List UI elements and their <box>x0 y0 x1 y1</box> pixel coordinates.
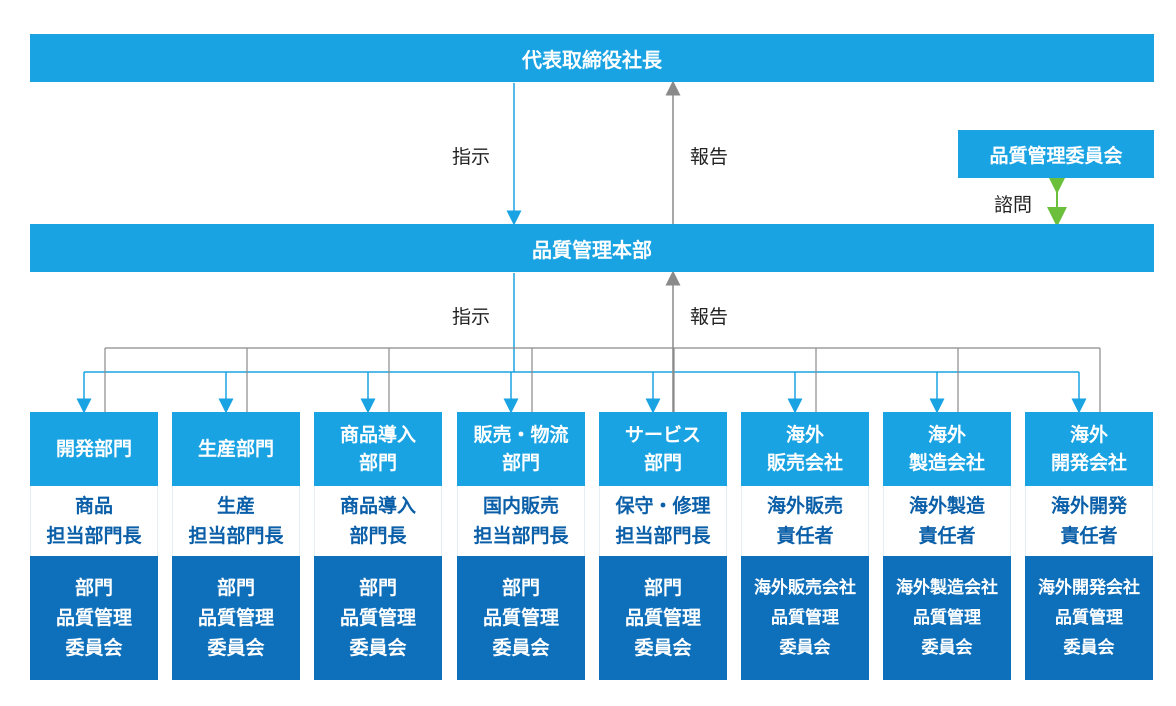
department-column: 海外 販売会社海外販売 責任者海外販売会社 品質管理 委員会 <box>741 412 869 680</box>
department-name: 海外 製造会社 <box>883 412 1011 486</box>
department-name: 商品導入 部門 <box>314 412 442 486</box>
department-name: 生産部門 <box>172 412 300 486</box>
department-manager: 国内販売 担当部門長 <box>457 486 585 556</box>
quality-committee-box: 品質管理委員会 <box>958 130 1154 178</box>
instruct-label-2: 指示 <box>452 306 491 328</box>
department-name: 販売・物流 部門 <box>457 412 585 486</box>
department-name: 海外 販売会社 <box>741 412 869 486</box>
department-committee: 部門 品質管理 委員会 <box>30 556 158 680</box>
department-manager: 商品 担当部門長 <box>30 486 158 556</box>
department-committee: 海外販売会社 品質管理 委員会 <box>741 556 869 680</box>
department-column: 海外 製造会社海外製造 責任者海外製造会社 品質管理 委員会 <box>883 412 1011 680</box>
department-name: 開発部門 <box>30 412 158 486</box>
department-committee: 部門 品質管理 委員会 <box>599 556 727 680</box>
department-committee: 海外開発会社 品質管理 委員会 <box>1025 556 1153 680</box>
department-column: 販売・物流 部門国内販売 担当部門長部門 品質管理 委員会 <box>457 412 585 680</box>
consult-label: 諮問 <box>994 194 1033 216</box>
instruct-label-1: 指示 <box>452 146 491 168</box>
quality-hq-label: 品質管理本部 <box>532 237 652 262</box>
department-committee: 部門 品質管理 委員会 <box>457 556 585 680</box>
department-column: サービス 部門保守・修理 担当部門長部門 品質管理 委員会 <box>599 412 727 680</box>
quality-committee-label: 品質管理委員会 <box>989 144 1123 167</box>
ceo-bar: 代表取締役社長 <box>30 34 1154 82</box>
quality-hq-bar: 品質管理本部 <box>30 224 1154 272</box>
department-manager: 生産 担当部門長 <box>172 486 300 556</box>
department-manager: 海外販売 責任者 <box>741 486 869 556</box>
department-manager: 商品導入 部門長 <box>314 486 442 556</box>
department-column: 生産部門生産 担当部門長部門 品質管理 委員会 <box>172 412 300 680</box>
report-label-1: 報告 <box>690 146 729 168</box>
department-name: サービス 部門 <box>599 412 727 486</box>
department-column: 海外 開発会社海外開発 責任者海外開発会社 品質管理 委員会 <box>1025 412 1153 680</box>
department-manager: 海外開発 責任者 <box>1025 486 1153 556</box>
report-label-2: 報告 <box>690 306 729 328</box>
department-name: 海外 開発会社 <box>1025 412 1153 486</box>
ceo-label: 代表取締役社長 <box>522 47 662 72</box>
department-committee: 部門 品質管理 委員会 <box>172 556 300 680</box>
department-manager: 海外製造 責任者 <box>883 486 1011 556</box>
department-committee: 海外製造会社 品質管理 委員会 <box>883 556 1011 680</box>
department-committee: 部門 品質管理 委員会 <box>314 556 442 680</box>
department-column: 商品導入 部門商品導入 部門長部門 品質管理 委員会 <box>314 412 442 680</box>
department-column: 開発部門商品 担当部門長部門 品質管理 委員会 <box>30 412 158 680</box>
department-manager: 保守・修理 担当部門長 <box>599 486 727 556</box>
